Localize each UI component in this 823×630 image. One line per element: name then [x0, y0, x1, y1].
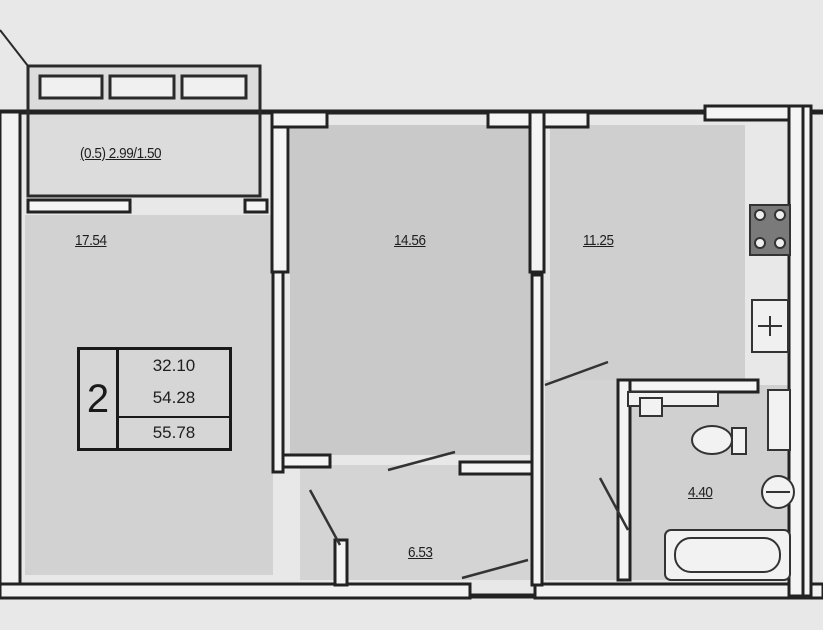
hall-area-label: 6.53	[408, 544, 433, 561]
kitchen-area-label: 11.25	[583, 232, 614, 249]
living-room-area-label: 17.54	[75, 232, 107, 249]
room-count: 2	[80, 350, 119, 448]
balcony-area-label: (0.5) 2.99/1.50	[80, 145, 162, 162]
room-bedroom	[290, 125, 530, 455]
living-area-value: 32.10	[152, 356, 196, 375]
room-kitchen	[550, 125, 745, 380]
bedroom-area-label: 14.56	[394, 232, 426, 249]
total-with-balcony-value: 55.78	[119, 416, 229, 448]
apartment-summary-box: 2 32.10 54.28 55.78	[77, 347, 232, 451]
total-area-value: 54.28	[152, 388, 196, 407]
bathroom-area-label: 4.40	[688, 484, 713, 501]
room-corridor	[545, 380, 625, 580]
